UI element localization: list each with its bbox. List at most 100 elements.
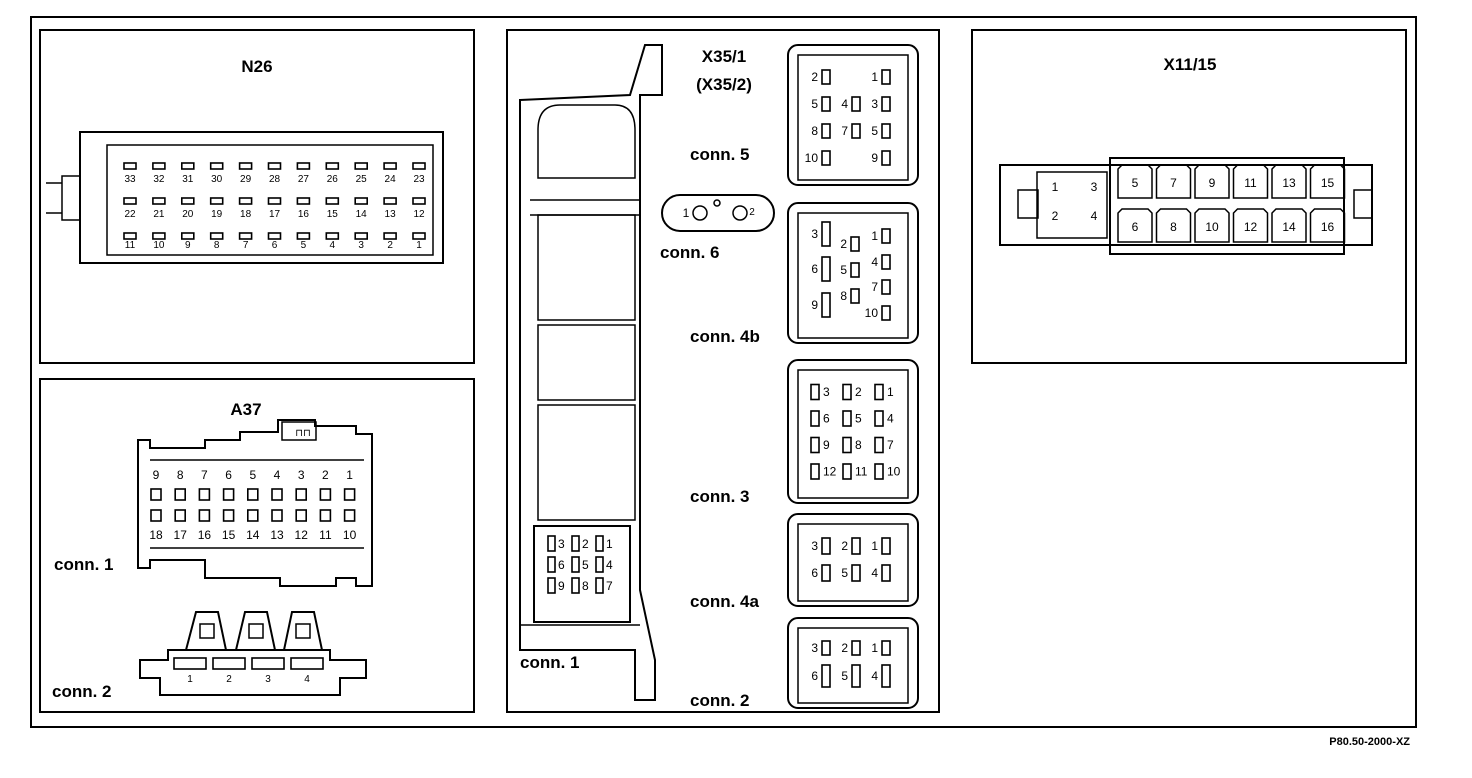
x35-conn6-body xyxy=(661,194,775,232)
x35-conn4b-face xyxy=(797,212,909,339)
x35-conn3-face xyxy=(797,369,909,499)
n26-pin-number: 30 xyxy=(211,174,223,185)
x11-15-connector-face xyxy=(1109,157,1345,255)
a37-conn1-pin-cavity xyxy=(174,509,186,522)
a37-conn1-latch-mark: ⊓⊓ xyxy=(295,428,311,439)
x35-conn2-face xyxy=(797,627,909,704)
x35-conn2-pin-cavity xyxy=(881,640,891,656)
n26-pin-cavity xyxy=(267,162,282,170)
a37-conn2-terminal-slot xyxy=(295,623,311,639)
n26-pin-number: 28 xyxy=(269,174,281,185)
n26-pin-number: 31 xyxy=(182,174,194,185)
a37-conn1-pin-number: 2 xyxy=(322,468,329,482)
x35-conn4b-pin-cavity xyxy=(821,256,831,282)
x35-conn1-pin-number: 2 xyxy=(582,537,589,551)
x35-conn1-pin-number: 5 xyxy=(582,558,589,572)
x35-conn2-label: conn. 2 xyxy=(690,691,750,710)
x11-15-pin-cavity xyxy=(1155,208,1192,243)
x35-conn2-pin-cavity xyxy=(881,664,891,688)
x11-15-pin-number: 11 xyxy=(1244,176,1257,190)
a37-conn1-label: conn. 1 xyxy=(54,555,114,574)
x35-conn4b-pin-number: 6 xyxy=(811,262,818,276)
n26-pin-cavity xyxy=(123,162,137,170)
a37-conn1-latch xyxy=(281,421,317,441)
n26-pin-number: 22 xyxy=(124,209,136,220)
x35-conn2-pin-cavity xyxy=(851,664,861,688)
x11-15-pin-cavity xyxy=(1271,208,1307,243)
x35-conn2-pin-cavity xyxy=(821,640,831,656)
a37-conn2-label: conn. 2 xyxy=(52,682,112,701)
a37-conn1-pin-cavity xyxy=(319,509,332,522)
x11-15-pin-number: 1 xyxy=(1052,180,1059,194)
x35-conn4a-pin-number: 3 xyxy=(811,539,818,553)
n26-pin-number: 23 xyxy=(413,174,425,185)
x35-conn5-pin-number: 5 xyxy=(811,97,818,111)
x35-conn5-pin-number: 8 xyxy=(811,124,818,138)
x35-conn3-pin-number: 3 xyxy=(823,385,830,399)
x35-conn4b-pin-number: 1 xyxy=(871,229,878,243)
a37-conn2-terminal-slot xyxy=(248,623,264,639)
x35-conn3-body xyxy=(787,359,919,504)
x35-conn6-pin-hole xyxy=(692,205,708,221)
x35-conn4a-pin-number: 6 xyxy=(811,566,818,580)
x35-conn2-body xyxy=(787,617,919,709)
x35-conn1-pin-cavity xyxy=(571,577,580,594)
a37-conn1-pin-number: 4 xyxy=(274,468,281,482)
x35-conn3-pin-number: 8 xyxy=(855,438,862,452)
x35-housing xyxy=(519,44,663,701)
x11-15-pin-number: 14 xyxy=(1282,220,1296,234)
n26-pin-number: 5 xyxy=(301,240,307,251)
x35-conn1-pin-number: 9 xyxy=(558,579,565,593)
x35-conn5-pin-number: 3 xyxy=(871,97,878,111)
x35-conn5-pin-number: 1 xyxy=(871,70,878,84)
a37-conn1-pin-cavity xyxy=(174,488,186,501)
panel-n26-border xyxy=(39,29,475,364)
n26-pin-number: 9 xyxy=(185,240,191,251)
x11-15-pin-cavity xyxy=(1194,208,1230,243)
n26-side-lug xyxy=(61,175,81,221)
x35-conn4b-pin-number: 9 xyxy=(811,298,818,312)
a37-conn1-pin-number: 11 xyxy=(319,528,332,542)
x35-conn5-pin-cavity xyxy=(821,96,831,112)
a37-conn2-terminals xyxy=(185,611,323,651)
x11-15-pin-cavity xyxy=(1194,164,1230,199)
a37-conn1-pin-number: 16 xyxy=(198,528,212,542)
a37-conn1-pin-cavity xyxy=(319,488,332,501)
x35-conn3-pin-number: 1 xyxy=(887,385,894,399)
a37-conn2-terminal xyxy=(235,611,276,651)
x35-conn4b-pin-number: 2 xyxy=(840,237,847,251)
x35-conn5-pin-cavity xyxy=(881,96,891,112)
x35-conn4a-label: conn. 4a xyxy=(690,592,760,611)
x35-conn5-pin-number: 2 xyxy=(811,70,818,84)
x35-conn6-label: conn. 6 xyxy=(660,243,720,262)
x35-conn5-pin-cavity xyxy=(881,150,891,166)
n26-pin-number: 24 xyxy=(385,174,397,185)
n26-pin-cavity xyxy=(412,162,426,170)
x11-15-right-lug xyxy=(1353,189,1373,219)
x11-15-pin-cavity xyxy=(1117,208,1153,243)
x35-conn2-pin-number: 5 xyxy=(841,669,848,683)
n26-pin-cavity xyxy=(123,232,137,240)
x11-15-pin-number: 15 xyxy=(1321,176,1335,190)
a37-conn1-pin-cavity xyxy=(150,509,162,522)
x35-conn1-pin-cavity xyxy=(595,577,604,594)
n26-pin-cavity xyxy=(296,232,311,240)
a37-conn1-pin-number: 12 xyxy=(295,528,309,542)
a37-conn1-pin-cavity xyxy=(295,509,308,522)
n26-pin-cavity xyxy=(209,162,224,170)
x35-conn5-label: conn. 5 xyxy=(690,145,750,164)
panel-x35-border xyxy=(506,29,940,713)
a37-conn1-pin-number: 3 xyxy=(298,468,305,482)
n26-pin-cavity xyxy=(152,232,166,240)
a37-title: A37 xyxy=(230,400,261,419)
a37-conn1-body xyxy=(137,419,373,587)
a37-conn1-pin-number: 5 xyxy=(249,468,256,482)
x35-conn4a-pin-cavity xyxy=(881,537,891,555)
n26-pin-cavity xyxy=(354,197,369,205)
n26-pin-cavity xyxy=(152,162,166,170)
